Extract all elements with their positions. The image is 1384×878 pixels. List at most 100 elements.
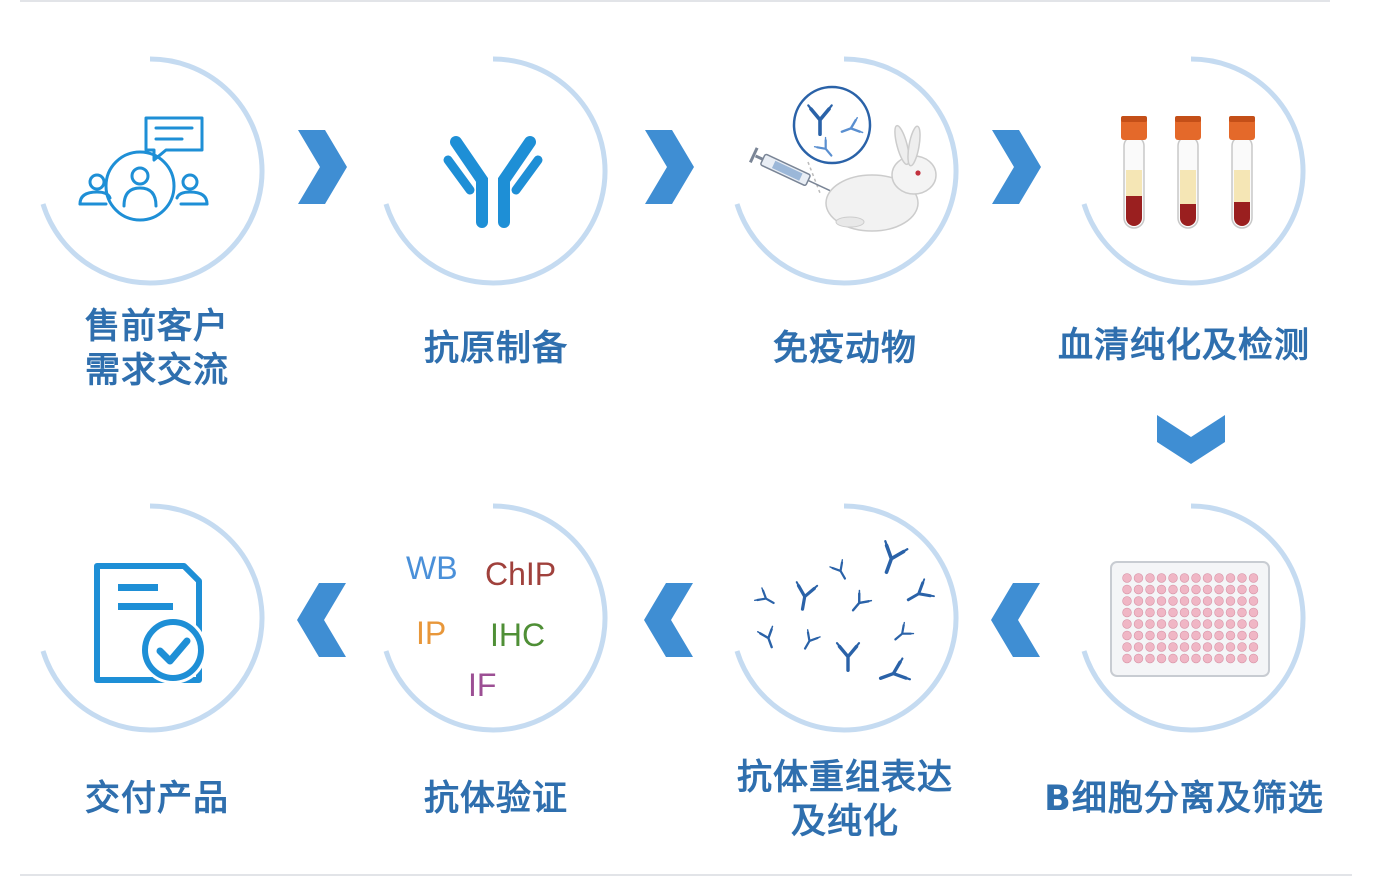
plate-well <box>1133 584 1144 595</box>
plate-well <box>1156 573 1167 583</box>
plate-well <box>1133 653 1144 664</box>
plate-well <box>1214 584 1224 595</box>
plate-well <box>1214 573 1224 583</box>
arrow-right-icon <box>645 130 694 204</box>
plate-well <box>1237 573 1247 583</box>
plate-well <box>1214 630 1224 641</box>
plate-well <box>1248 584 1259 595</box>
plate-well <box>1145 573 1155 583</box>
step-label-1: 售前客户 需求交流 <box>7 305 307 393</box>
arrow-right-icon <box>992 130 1041 204</box>
plate-well <box>1191 584 1201 595</box>
step-label-8: 交付产品 <box>7 777 307 821</box>
step-label-8-line-1: 交付产品 <box>84 779 229 819</box>
step-label-4-line-1: 血清纯化及检测 <box>1057 326 1310 366</box>
plate-well <box>1133 630 1144 641</box>
ring-step-5 <box>1081 503 1306 733</box>
step-label-4: 血清纯化及检测 <box>1034 324 1334 368</box>
assay-ihc: IHC <box>490 617 546 653</box>
step-label-6: 抗体重组表达 及纯化 <box>695 756 995 844</box>
ring-step-4 <box>1081 56 1306 286</box>
plate-well <box>1122 607 1132 618</box>
step-label-2-line-1: 抗原制备 <box>423 329 568 369</box>
plate-well <box>1214 653 1224 664</box>
plate-well <box>1202 596 1213 606</box>
assay-if: IF <box>468 667 497 703</box>
plate-well <box>1202 584 1213 595</box>
ring-step-8 <box>40 503 265 733</box>
plate-well <box>1168 653 1178 664</box>
plate-well <box>1179 653 1190 664</box>
step-label-3-line-1: 免疫动物 <box>772 329 917 369</box>
plate-well <box>1122 596 1132 606</box>
plate-well <box>1202 630 1213 641</box>
step-label-7-line-1: 抗体验证 <box>423 779 568 819</box>
plate-well <box>1191 596 1201 606</box>
assay-chip: ChIP <box>485 556 557 592</box>
plate-well <box>1191 642 1201 652</box>
ring-step-6 <box>734 503 959 733</box>
plate-well <box>1248 573 1259 583</box>
plate-well <box>1248 596 1259 606</box>
plate-well <box>1225 653 1236 664</box>
plate-well <box>1179 630 1190 641</box>
plate-well <box>1133 607 1144 618</box>
plate-well <box>1191 653 1201 664</box>
document-check-icon <box>94 563 207 684</box>
plate-well <box>1237 584 1247 595</box>
plate-well <box>1202 653 1213 664</box>
step-label-1-line-1: 售前客户 <box>84 307 229 347</box>
ring-step-3 <box>734 56 959 286</box>
plate-well <box>1122 584 1132 595</box>
plate-well <box>1156 653 1167 664</box>
step-label-1-line-2: 需求交流 <box>84 351 229 391</box>
step-label-2: 抗原制备 <box>346 327 646 371</box>
plate-well <box>1145 596 1155 606</box>
consultation-people-icon <box>78 116 209 222</box>
plate-well <box>1145 584 1155 595</box>
plate-well <box>1145 642 1155 652</box>
arrow-left-icon <box>991 583 1040 657</box>
plate-well <box>1122 619 1132 629</box>
plate-well <box>1168 573 1178 583</box>
plate-well <box>1191 607 1201 618</box>
plate-well <box>1156 584 1167 595</box>
plate-well <box>1248 619 1259 629</box>
plate-well <box>1225 642 1236 652</box>
plate-well <box>1168 642 1178 652</box>
plate-well <box>1214 607 1224 618</box>
plate-well <box>1237 607 1247 618</box>
plate-well <box>1237 642 1247 652</box>
plate-well <box>1179 573 1190 583</box>
plate-well <box>1156 596 1167 606</box>
microplate-icon <box>1110 561 1270 677</box>
plate-well <box>1156 630 1167 641</box>
plate-well <box>1237 653 1247 664</box>
top-divider <box>20 0 1330 2</box>
plate-well <box>1225 584 1236 595</box>
bottom-divider <box>20 874 1352 876</box>
ring-step-7 <box>383 503 608 733</box>
plate-well <box>1122 573 1132 583</box>
plate-well <box>1202 642 1213 652</box>
step-label-3: 免疫动物 <box>695 327 995 371</box>
plate-well <box>1214 619 1224 629</box>
plate-well <box>1191 619 1201 629</box>
plate-well <box>1225 630 1236 641</box>
plate-well <box>1133 642 1144 652</box>
plate-well <box>1168 584 1178 595</box>
plate-well <box>1179 642 1190 652</box>
plate-well <box>1145 619 1155 629</box>
plate-well <box>1133 596 1144 606</box>
step-label-5: B细胞分离及筛选 <box>1034 777 1334 821</box>
plate-well <box>1237 596 1247 606</box>
arrow-left-icon <box>297 583 346 657</box>
step-label-6-line-1: 抗体重组表达 <box>736 758 953 798</box>
plate-well <box>1145 653 1155 664</box>
assay-ip: IP <box>416 615 447 651</box>
plate-well <box>1202 573 1213 583</box>
plate-well <box>1122 642 1132 652</box>
plate-well <box>1214 596 1224 606</box>
plate-well <box>1202 619 1213 629</box>
